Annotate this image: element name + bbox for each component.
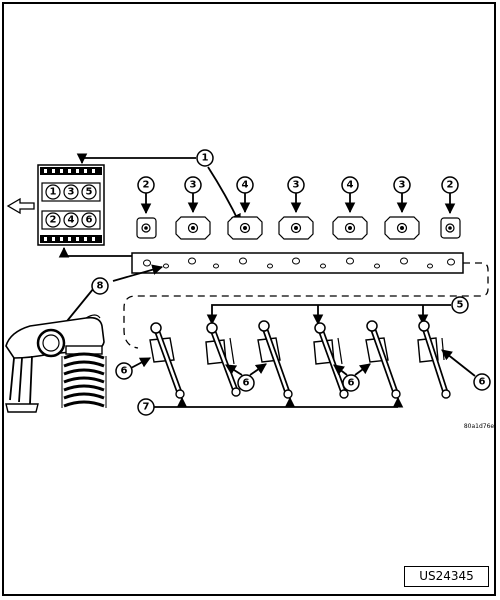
push-rod-5 [365,320,401,399]
callout-1: 1 [202,153,209,164]
push-rod-6 [417,320,451,399]
callout-5-group [206,304,451,326]
callout-5: 5 [457,300,464,311]
bolt-7 [440,193,461,239]
cylinder-6 [81,212,97,228]
callout-circle-5 [451,296,469,314]
push-rod-3 [257,320,293,399]
bank-tick-marks [44,169,95,241]
cylinder-3 [63,184,79,200]
callout-circle-1 [196,149,214,167]
rocker-shaft [131,252,464,274]
callout-7-leaders [154,396,404,408]
callout-6-middle-right: 6 [348,378,355,389]
cylinder-label-1: 1 [50,187,57,198]
detail-boundary [123,262,489,349]
cylinder-label-3: 3 [68,187,75,198]
sequence-number-5: 4 [347,180,354,191]
front-arrow-icon [6,197,35,215]
document-id-label: US24345 [404,566,489,587]
engine-bank-schematic: 1 3 5 2 4 6 [6,164,105,246]
callout-circle-6c [342,374,360,392]
sequence-number-4: 3 [293,180,300,191]
callout-8: 8 [97,281,104,292]
sequence-number-3: 4 [242,180,249,191]
cylinder-label-5: 5 [86,187,93,198]
rocker-bolt-row [136,193,461,240]
bolt-1 [136,193,157,239]
bolt-5 [332,193,368,240]
callout-circle-6b [237,374,255,392]
push-rod-2 [205,322,241,397]
callout-6-leaders [130,349,476,377]
cylinder-label-4: 4 [68,215,75,226]
cylinder-4 [63,212,79,228]
callout-6-right: 6 [479,377,486,388]
push-rod-4 [313,322,349,399]
sequence-number-7: 2 [447,180,454,191]
cylinder-1 [45,184,61,200]
torque-sequence-callouts: 2 3 4 3 4 3 2 [137,176,459,194]
rocker-arm-illustration [5,314,107,413]
callout-circle-6a [115,362,133,380]
cylinder-5 [81,184,97,200]
cylinder-2 [45,212,61,228]
page-frame [2,2,496,596]
callout-6-left: 6 [121,366,128,377]
bolt-4 [278,193,314,240]
bolt-2 [175,193,211,240]
push-rod-1 [149,322,185,399]
callout-circle-6d [473,373,491,391]
callout-7: 7 [143,402,150,413]
callout-circle-7 [137,398,155,416]
cylinder-label-2: 2 [50,215,57,226]
bolt-3 [227,193,263,240]
callout-6-middle-left: 6 [243,378,250,389]
figure-code: 80a1d76e [464,423,495,430]
bolt-6 [384,193,420,240]
push-rod-assemblies [149,320,451,399]
cylinder-label-6: 6 [86,215,93,226]
sequence-number-1: 2 [143,180,150,191]
sequence-number-2: 3 [190,180,197,191]
sequence-number-6: 3 [399,180,406,191]
